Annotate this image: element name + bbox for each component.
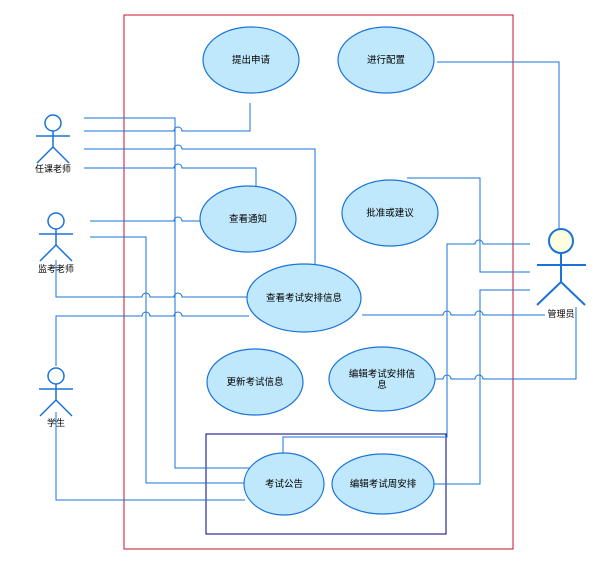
line-admin-announcement: [282, 239, 530, 457]
use-case-edit-weekly-schedule: 编辑考试周安排: [331, 453, 435, 515]
use-case-submit-request: 提出申请: [202, 26, 300, 94]
line-admin-edit-weekly: [434, 289, 530, 485]
use-case-label: 考试公告: [265, 478, 303, 490]
actor-proctor-label: 监考老师: [38, 263, 74, 275]
line-teacher-view-notice: [84, 163, 257, 186]
line-admin-approve: [407, 177, 530, 273]
line-student-announcement: [55, 412, 245, 501]
use-case-label: 进行配置: [367, 54, 405, 66]
actor-head: [44, 114, 62, 132]
use-case-label-line1: 编辑考试安排信: [349, 368, 416, 380]
line-proctor-view-notice: [90, 216, 201, 222]
actor-head: [47, 212, 65, 230]
line-student-view-schedule: [55, 311, 249, 366]
line-proctor-announcement: [90, 236, 245, 484]
line-admin-configure: [437, 61, 560, 229]
actor-head: [548, 228, 574, 254]
line-admin-view-schedule: [362, 310, 545, 316]
use-case-view-notice: 查看通知: [199, 185, 297, 253]
line-teacher-announcement: [84, 117, 250, 469]
actor-admin-label: 管理员: [547, 308, 574, 320]
actor-teacher-label: 任课老师: [35, 163, 71, 175]
use-case-label: 查看通知: [229, 213, 267, 225]
use-case-label: 编辑考试周安排: [350, 478, 417, 490]
line-teacher-view-schedule: [84, 144, 316, 266]
use-case-edit-exam-schedule: 编辑考试安排信 息: [328, 346, 436, 412]
actor-head: [47, 367, 65, 385]
use-case-approve-suggest: 批准或建议: [341, 179, 439, 247]
use-case-exam-announcement: 考试公告: [243, 452, 325, 516]
actor-admin: [536, 228, 586, 306]
actor-student: [39, 367, 73, 417]
use-case-update-exam-info: 更新考试信息: [206, 348, 304, 416]
actor-teacher: [36, 114, 70, 164]
use-case-label: 查看考试安排信息: [266, 292, 342, 304]
actor-student-label: 学生: [47, 417, 65, 429]
use-case-view-exam-schedule: 查看考试安排信息: [246, 263, 362, 333]
line-teacher-submit-request: [84, 103, 251, 132]
line-proctor-view-schedule: [55, 260, 247, 298]
system-boundary: [123, 14, 514, 550]
use-case-label: 提出申请: [232, 54, 271, 66]
use-case-label: 更新考试信息: [226, 376, 283, 388]
actor-proctor: [39, 212, 73, 262]
use-case-label-line2: 息: [377, 379, 387, 391]
line-admin-edit-schedule: [435, 307, 577, 380]
connection-lines: [55, 61, 577, 501]
use-case-label: 批准或建议: [366, 207, 414, 219]
use-case-configure: 进行配置: [337, 26, 435, 94]
